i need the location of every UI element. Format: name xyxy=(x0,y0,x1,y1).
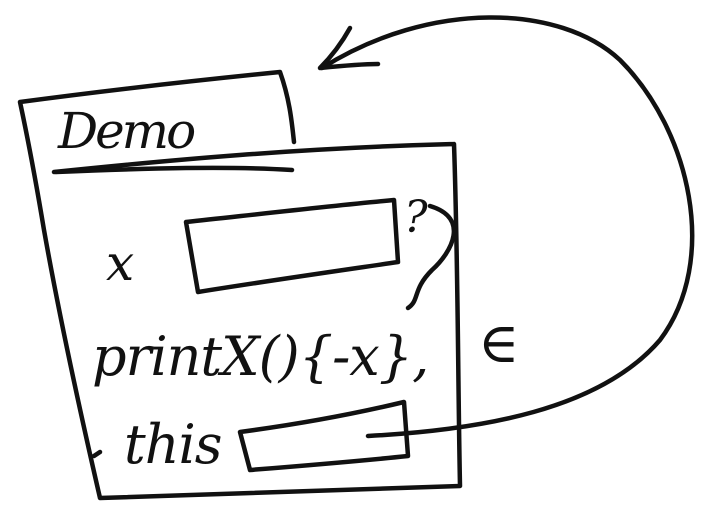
x-input-box xyxy=(183,197,401,295)
loop-arrow xyxy=(319,15,695,439)
question-mark-annotation: ? xyxy=(404,192,428,243)
left-tick xyxy=(91,449,103,459)
arrowhead-icon xyxy=(317,25,381,71)
window-title: Demo xyxy=(58,102,196,160)
window-frame xyxy=(17,69,463,501)
print-method-label: printX(){-x}, xyxy=(92,325,429,388)
title-underline xyxy=(53,165,295,175)
wavy-connector xyxy=(405,203,457,311)
this-field-label: this xyxy=(124,413,222,476)
x-field-label: x xyxy=(106,234,135,292)
element-of-symbol: ∈ xyxy=(478,311,520,376)
this-input-box xyxy=(237,399,411,473)
